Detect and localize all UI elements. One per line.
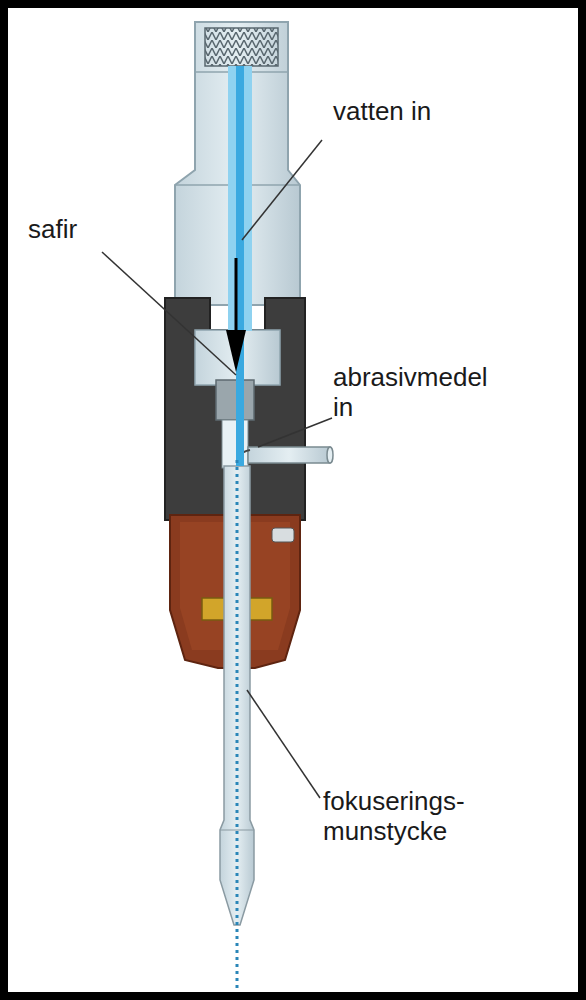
leader-lines xyxy=(102,140,332,798)
part-label: fokuserings- munstycke xyxy=(323,786,483,846)
flow-arrow xyxy=(226,258,246,372)
focusing-nozzle xyxy=(220,466,254,925)
water-channel xyxy=(228,66,252,995)
part-label: abrasivmedel in xyxy=(333,362,503,422)
part-label: vatten in xyxy=(333,96,563,126)
part-label: safir xyxy=(28,214,148,244)
abrasive-inlet-pipe xyxy=(238,447,333,466)
